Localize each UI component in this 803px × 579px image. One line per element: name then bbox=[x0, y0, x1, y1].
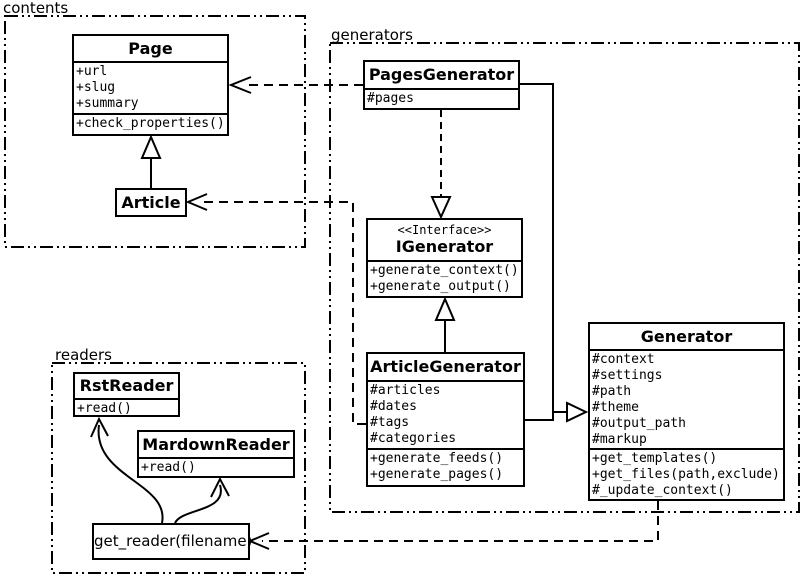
class-box-generator: Generator #context #settings #path #them… bbox=[588, 322, 785, 501]
generalization-line-articlegenerator-to-generator bbox=[525, 411, 554, 421]
package-label-readers: readers bbox=[55, 346, 112, 364]
association-arrowhead-mardownreader bbox=[210, 476, 230, 498]
class-box-article: Article bbox=[115, 188, 187, 217]
method-row: +get_templates() bbox=[592, 451, 718, 466]
attribute-row: #context bbox=[592, 352, 655, 367]
generalization-triangle-generator bbox=[566, 401, 589, 423]
dependency-line-generator-to-get-reader bbox=[262, 501, 659, 542]
package-border-readers bbox=[51, 362, 306, 574]
generalization-line-pagesgenerator-to-generator bbox=[520, 83, 566, 413]
method-row: +generate_context() bbox=[370, 263, 519, 278]
class-box-igenerator: <<Interface>> IGenerator +generate_conte… bbox=[366, 218, 523, 298]
package-border-contents bbox=[4, 15, 306, 248]
method-row: +check_properties() bbox=[76, 116, 225, 131]
class-title: Generator bbox=[640, 327, 733, 346]
dependency-arrowhead-get-reader bbox=[247, 532, 270, 550]
class-box-mardownreader: MardownReader +read() bbox=[137, 430, 295, 478]
attribute-row: #dates bbox=[370, 399, 417, 414]
package-label-contents: contents bbox=[3, 0, 69, 17]
function-box-get-reader: get_reader(filename) bbox=[92, 523, 252, 560]
attribute-row: +slug bbox=[76, 80, 116, 95]
package-label-generators: generators bbox=[331, 26, 413, 44]
association-curve-get-reader-to-mardownreader bbox=[174, 484, 222, 524]
class-title: ArticleGenerator bbox=[370, 357, 521, 376]
class-title: PagesGenerator bbox=[368, 65, 515, 84]
attribute-row: #theme bbox=[592, 400, 639, 415]
dependency-arrowhead-article bbox=[185, 193, 208, 211]
method-row: +generate_feeds() bbox=[370, 451, 504, 466]
class-box-articlegenerator: ArticleGenerator #articles #dates #tags … bbox=[366, 352, 525, 487]
attribute-row: #tags bbox=[370, 415, 410, 430]
method-row: +generate_pages() bbox=[370, 467, 504, 482]
attribute-row: #path bbox=[592, 384, 632, 399]
dependency-arrowhead-page bbox=[228, 76, 252, 94]
class-title: IGenerator bbox=[395, 237, 494, 256]
class-title: Article bbox=[121, 193, 181, 212]
method-row: +generate_output() bbox=[370, 279, 511, 294]
class-stereotype: <<Interface>> bbox=[397, 223, 492, 237]
attribute-row: #settings bbox=[592, 368, 663, 383]
dependency-line-articlegenerator-to-article bbox=[203, 201, 366, 425]
class-box-page: Page +url +slug +summary +check_properti… bbox=[72, 34, 229, 136]
package-border-generators bbox=[329, 42, 800, 513]
method-row: +get_files(path,exclude) bbox=[592, 467, 780, 482]
class-box-rstreader: RstReader +read() bbox=[73, 372, 180, 417]
attribute-row: #output_path bbox=[592, 416, 686, 431]
attribute-row: +url bbox=[76, 64, 108, 79]
class-title: RstReader bbox=[79, 376, 174, 395]
method-row: +read() bbox=[141, 460, 196, 475]
association-curve-get-reader-to-rstreader bbox=[97, 424, 164, 524]
attribute-row: +summary bbox=[76, 96, 139, 111]
generalization-triangle-igenerator bbox=[434, 296, 456, 321]
attribute-row: #articles bbox=[370, 383, 441, 398]
attribute-row: #pages bbox=[367, 91, 414, 106]
class-title: Page bbox=[128, 39, 173, 58]
method-row: #_update_context() bbox=[592, 483, 733, 498]
class-box-pagesgenerator: PagesGenerator #pages bbox=[363, 60, 520, 110]
association-arrowhead-rstreader bbox=[90, 416, 109, 438]
attribute-row: #categories bbox=[370, 431, 457, 446]
method-row: +read() bbox=[77, 401, 132, 416]
attribute-row: #markup bbox=[592, 432, 647, 447]
generalization-triangle-page bbox=[140, 134, 162, 159]
realization-triangle-igenerator bbox=[430, 196, 452, 220]
class-title: MardownReader bbox=[142, 435, 290, 454]
